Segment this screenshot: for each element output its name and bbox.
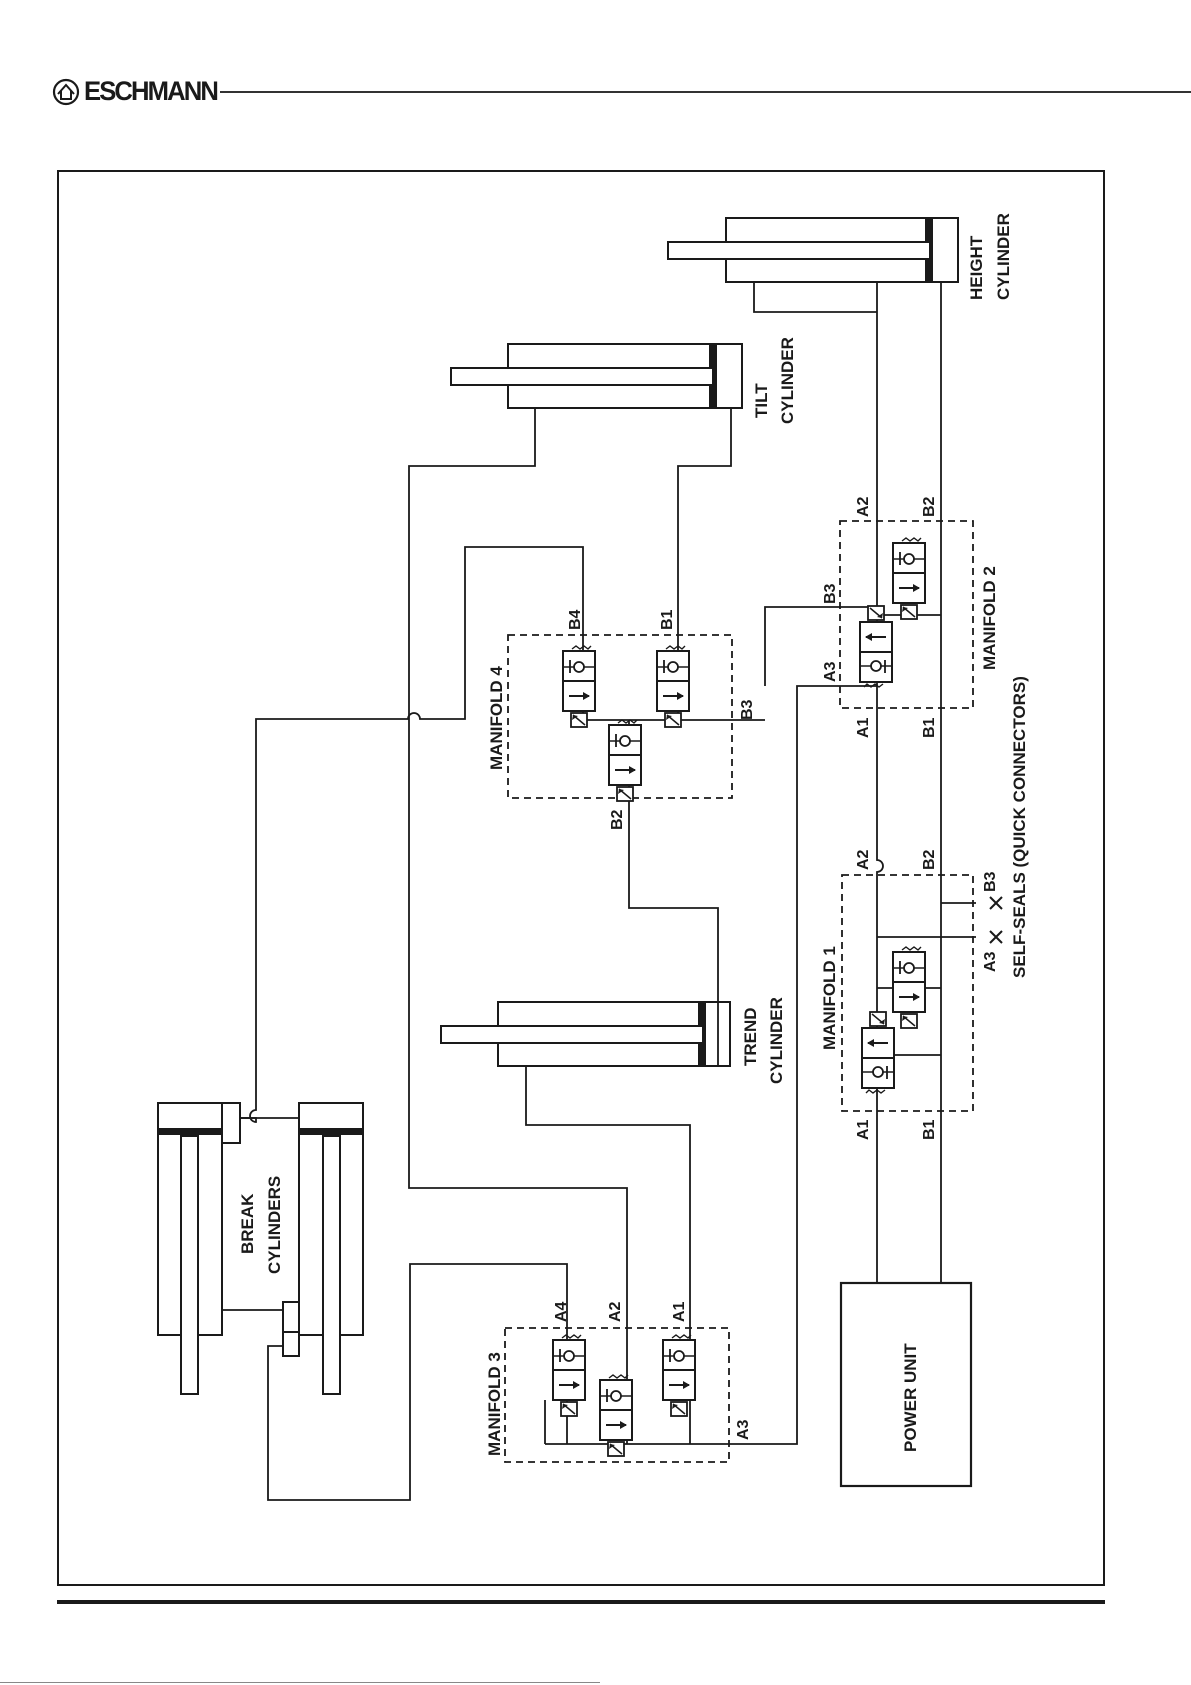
port-m2-a2: A2 — [855, 496, 872, 517]
port-m3-a1: A1 — [671, 1301, 688, 1322]
port-m1-b2: B2 — [921, 849, 938, 870]
port-m4-b3: B3 — [739, 699, 756, 720]
valve-m3-a4 — [553, 1335, 585, 1416]
port-m1-a2: A2 — [855, 849, 872, 870]
port-m4-b4: B4 — [567, 609, 584, 630]
port-m3-a3: A3 — [735, 1419, 752, 1440]
valve-m2-b2 — [893, 538, 925, 619]
valve-m1-a — [862, 1012, 894, 1093]
port-m4-b1: B1 — [659, 609, 676, 630]
port-m1-b3: B3 — [982, 871, 999, 892]
port-m2-b2: B2 — [921, 496, 938, 517]
power-unit-label: POWER UNIT — [901, 1343, 920, 1452]
manifold-3-label: MANIFOLD 3 — [485, 1352, 504, 1456]
port-m2-a1: A1 — [855, 717, 872, 738]
port-m3-a4: A4 — [553, 1301, 570, 1322]
port-m1-b1: B1 — [921, 1119, 938, 1140]
page-bottom-rule — [0, 1682, 600, 1683]
height-cylinder — [668, 218, 958, 282]
port-m1-a1: A1 — [855, 1119, 872, 1140]
self-seals-label: SELF-SEALS (QUICK CONNECTORS) — [1010, 676, 1029, 978]
valve-m4-b4 — [563, 646, 595, 727]
valve-m2-a — [860, 606, 892, 687]
break-cylinders-label-1: BREAK — [238, 1193, 257, 1254]
port-m3-a2: A2 — [607, 1301, 624, 1322]
tilt-cylinder — [451, 344, 742, 408]
port-m4-b2: B2 — [609, 809, 626, 830]
height-cylinder-label-1: HEIGHT — [967, 235, 986, 300]
port-m2-b3: B3 — [822, 583, 839, 604]
port-m2-b1: B1 — [921, 717, 938, 738]
trend-cylinder-label-1: TREND — [741, 1007, 760, 1066]
footer-rule — [57, 1600, 1105, 1604]
tilt-cylinder-label-2: CYLINDER — [778, 337, 797, 424]
trend-cylinder-label-2: CYLINDER — [767, 997, 786, 1084]
self-seal-connectors — [990, 897, 1002, 943]
manifold-4-label: MANIFOLD 4 — [487, 666, 506, 770]
valve-m4-b1 — [657, 646, 689, 727]
manifold-2-label: MANIFOLD 2 — [980, 566, 999, 670]
trend-cylinder — [441, 1002, 730, 1066]
height-cylinder-label-2: CYLINDER — [994, 213, 1013, 300]
port-m2-a3: A3 — [822, 661, 839, 682]
valve-m4-b2 — [609, 720, 641, 801]
break-cylinders-label-2: CYLINDERS — [265, 1176, 284, 1274]
manifold-1-label: MANIFOLD 1 — [820, 946, 839, 1050]
tilt-cylinder-label-1: TILT — [752, 383, 771, 418]
break-cylinders — [158, 1103, 363, 1394]
valve-m1-b — [893, 947, 925, 1028]
port-m1-a3: A3 — [982, 951, 999, 972]
